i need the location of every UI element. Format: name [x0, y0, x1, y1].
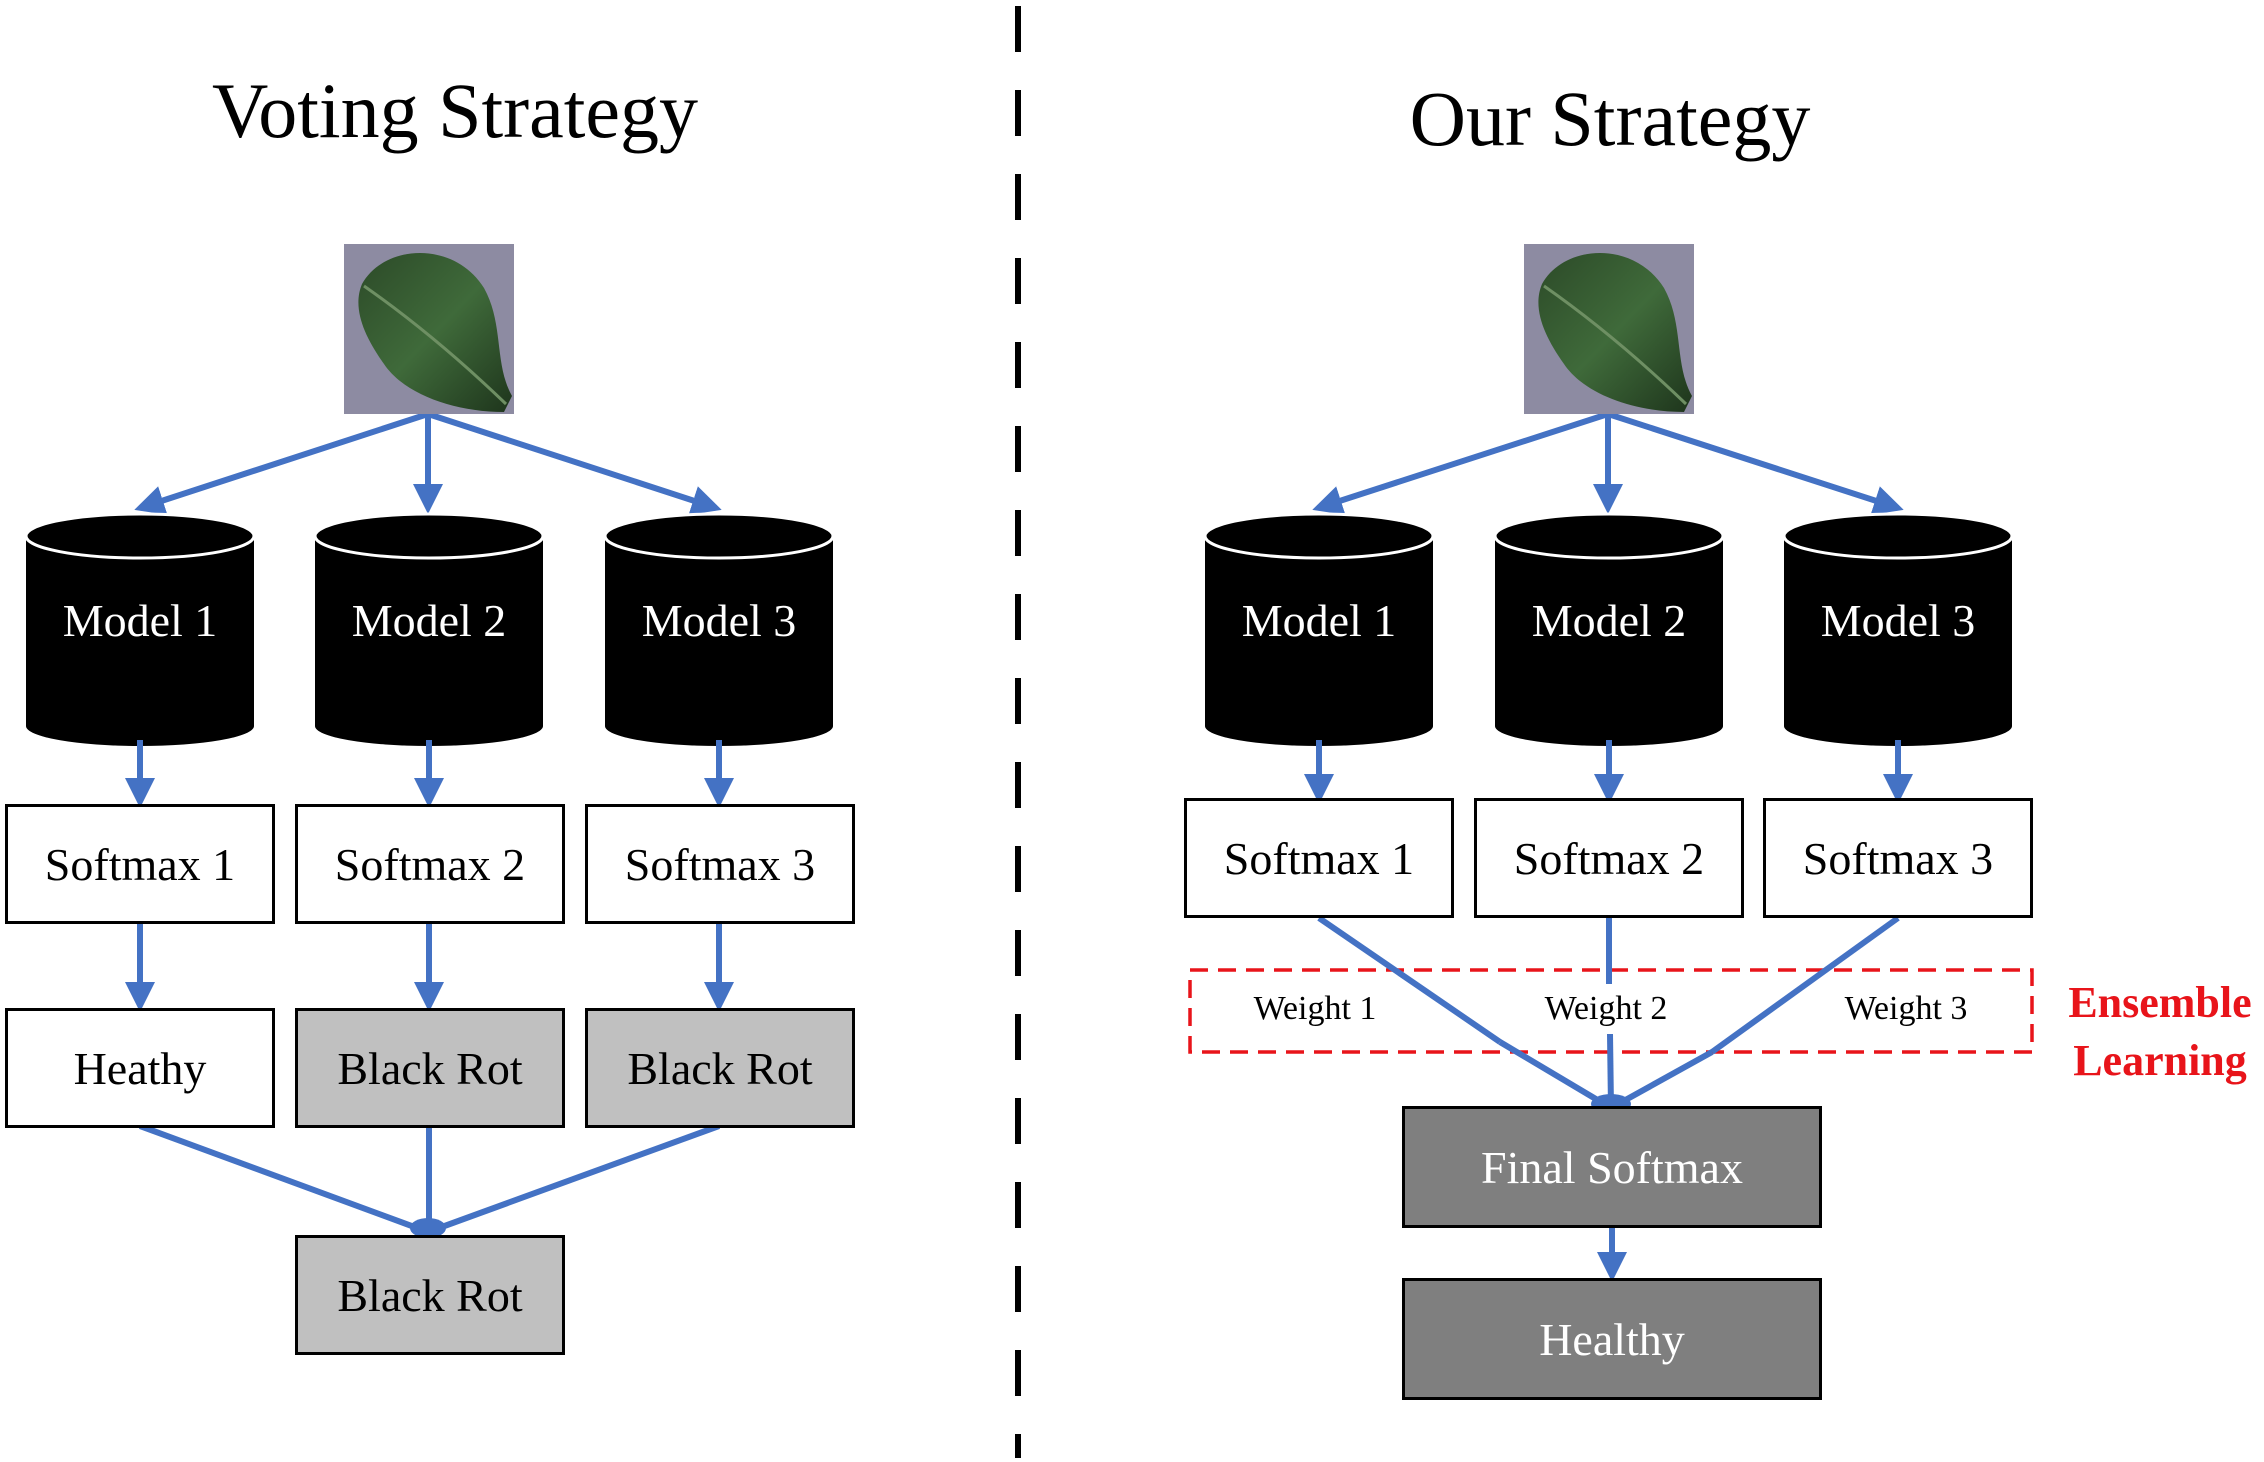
- right-model-2-label: Model 2: [1531, 595, 1687, 646]
- right-model-3-cylinder: [1782, 512, 2014, 746]
- right-model-softmax-arrows: [1304, 740, 1913, 804]
- left-model-3-label: Model 3: [641, 595, 797, 646]
- ensemble-learning-label: Ensemble Learning: [2050, 974, 2264, 1090]
- right-model-3-label: Model 3: [1820, 595, 1976, 646]
- final-softmax-box: Final Softmax: [1402, 1106, 1822, 1228]
- left-leaf-input-image: [344, 244, 514, 414]
- voting-strategy-title: Voting Strategy: [211, 67, 699, 154]
- left-prediction-1-box: Heathy: [5, 1008, 275, 1128]
- right-softmax-3-box: Softmax 3: [1763, 798, 2033, 918]
- left-model-1-cylinder: [24, 512, 256, 746]
- left-softmax-prediction-arrows: [125, 922, 734, 1012]
- left-softmax-3-box: Softmax 3: [585, 804, 855, 924]
- right-softmax-2-box: Softmax 2: [1474, 798, 1744, 918]
- our-strategy-title: Our Strategy: [1409, 75, 1811, 162]
- ensemble-label-line-1: Ensemble: [2068, 978, 2252, 1027]
- right-leaf-input-image: [1524, 244, 1694, 414]
- left-model-2-label: Model 2: [351, 595, 507, 646]
- left-vote-merge-lines: [138, 1123, 721, 1235]
- weight-3-label: Weight 3: [1844, 990, 1968, 1027]
- right-softmax-1-box: Softmax 1: [1184, 798, 1454, 918]
- right-input-arrows: [1312, 411, 1904, 515]
- ensemble-label-line-2: Learning: [2073, 1036, 2247, 1085]
- weight-1-label: Weight 1: [1253, 990, 1377, 1027]
- left-model-softmax-arrows: [125, 740, 734, 808]
- left-input-arrows: [134, 411, 722, 515]
- final-result-box: Healthy: [1402, 1278, 1822, 1400]
- left-vote-result-box: Black Rot: [295, 1235, 565, 1355]
- left-softmax-2-box: Softmax 2: [295, 804, 565, 924]
- left-model-1-label: Model 1: [62, 595, 218, 646]
- right-model-1-cylinder: [1203, 512, 1435, 746]
- left-prediction-2-box: Black Rot: [295, 1008, 565, 1128]
- left-model-3-cylinder: [603, 512, 835, 746]
- right-model-2-cylinder: [1493, 512, 1725, 746]
- right-model-cylinders: [1203, 512, 2014, 746]
- left-model-cylinders: [24, 512, 835, 746]
- weight-2-label: Weight 2: [1544, 990, 1668, 1027]
- left-softmax-1-box: Softmax 1: [5, 804, 275, 924]
- left-prediction-3-box: Black Rot: [585, 1008, 855, 1128]
- left-model-2-cylinder: [313, 512, 545, 746]
- right-model-1-label: Model 1: [1241, 595, 1397, 646]
- left-merge-point: [410, 1218, 446, 1238]
